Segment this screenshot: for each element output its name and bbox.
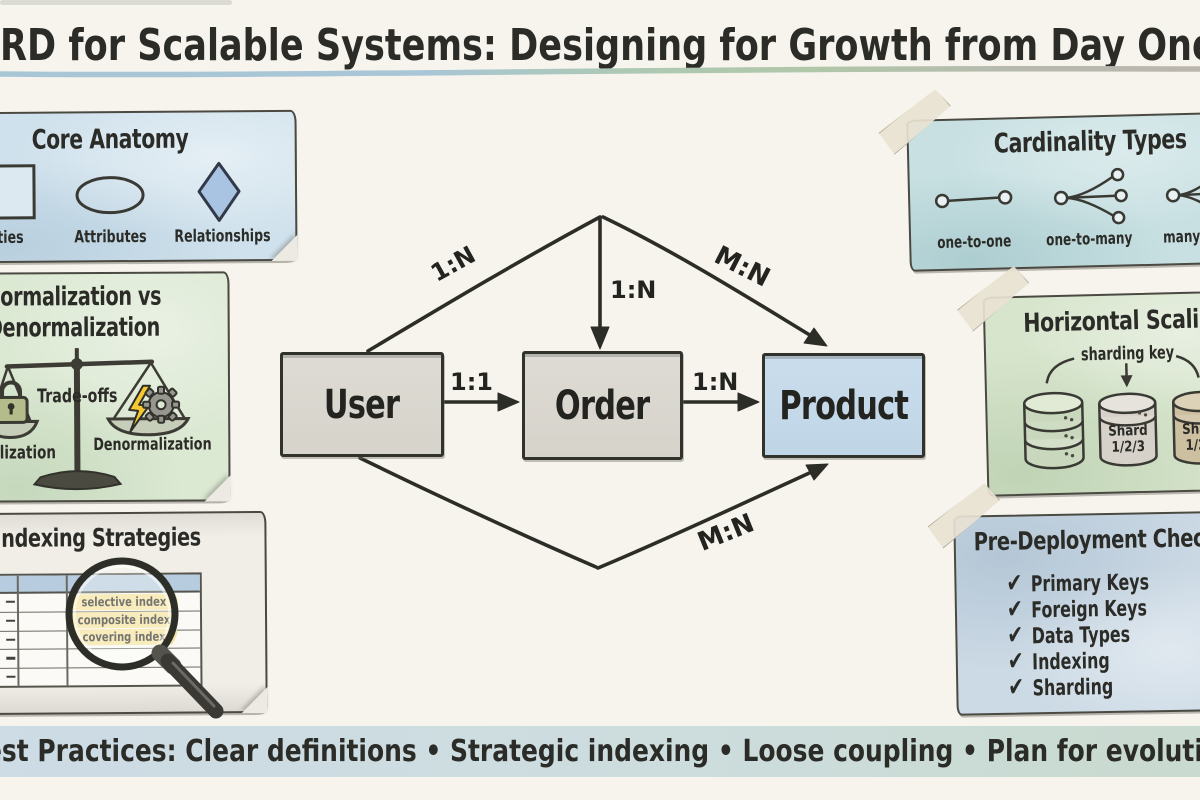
ellipse-icon xyxy=(75,176,145,215)
relation-order-product: 1:N xyxy=(692,368,739,396)
entity-order-label: Order xyxy=(555,382,650,429)
entity-order: Order xyxy=(522,351,683,460)
diamond-icon xyxy=(197,161,241,222)
page-title: ERD for Scalable Systems: Designing for … xyxy=(0,20,1200,71)
title-underline xyxy=(0,65,1200,78)
entity-shapes xyxy=(0,161,241,222)
gear-icon xyxy=(142,385,181,424)
magnifier-icon xyxy=(65,557,224,719)
relation-user-order: 1:1 xyxy=(450,368,493,396)
entity-product-label: Product xyxy=(779,382,909,429)
cardinality-panel: Cardinality Types o xyxy=(906,112,1200,272)
rectangle-icon xyxy=(0,164,36,220)
best-practices-banner: Best Practices: Clear definitions • Stra… xyxy=(0,726,1200,777)
top-edge-smudge xyxy=(0,0,232,5)
entity-user: User xyxy=(280,352,444,457)
relation-apex-order: 1:N xyxy=(610,276,657,304)
shard-connectors xyxy=(1022,354,1200,470)
balance-scale xyxy=(0,348,191,491)
shard-icon xyxy=(1171,390,1200,465)
scaling-panel: Horizontal Scaling sharding key xyxy=(983,289,1200,497)
padlock-icon xyxy=(0,380,29,425)
banner-text: Best Practices: Clear definitions • Stra… xyxy=(0,734,1200,769)
entity-product: Product xyxy=(762,353,925,458)
entity-user-label: User xyxy=(324,381,400,428)
cardinality-diagrams xyxy=(934,167,1200,225)
database-icon xyxy=(1022,391,1085,470)
core-anatomy-panel: Core Anatomy Entities Attributes Relatio… xyxy=(0,109,298,264)
normalization-panel: Normalization vs Denormalization xyxy=(0,271,231,503)
shard-icon xyxy=(1098,392,1158,467)
